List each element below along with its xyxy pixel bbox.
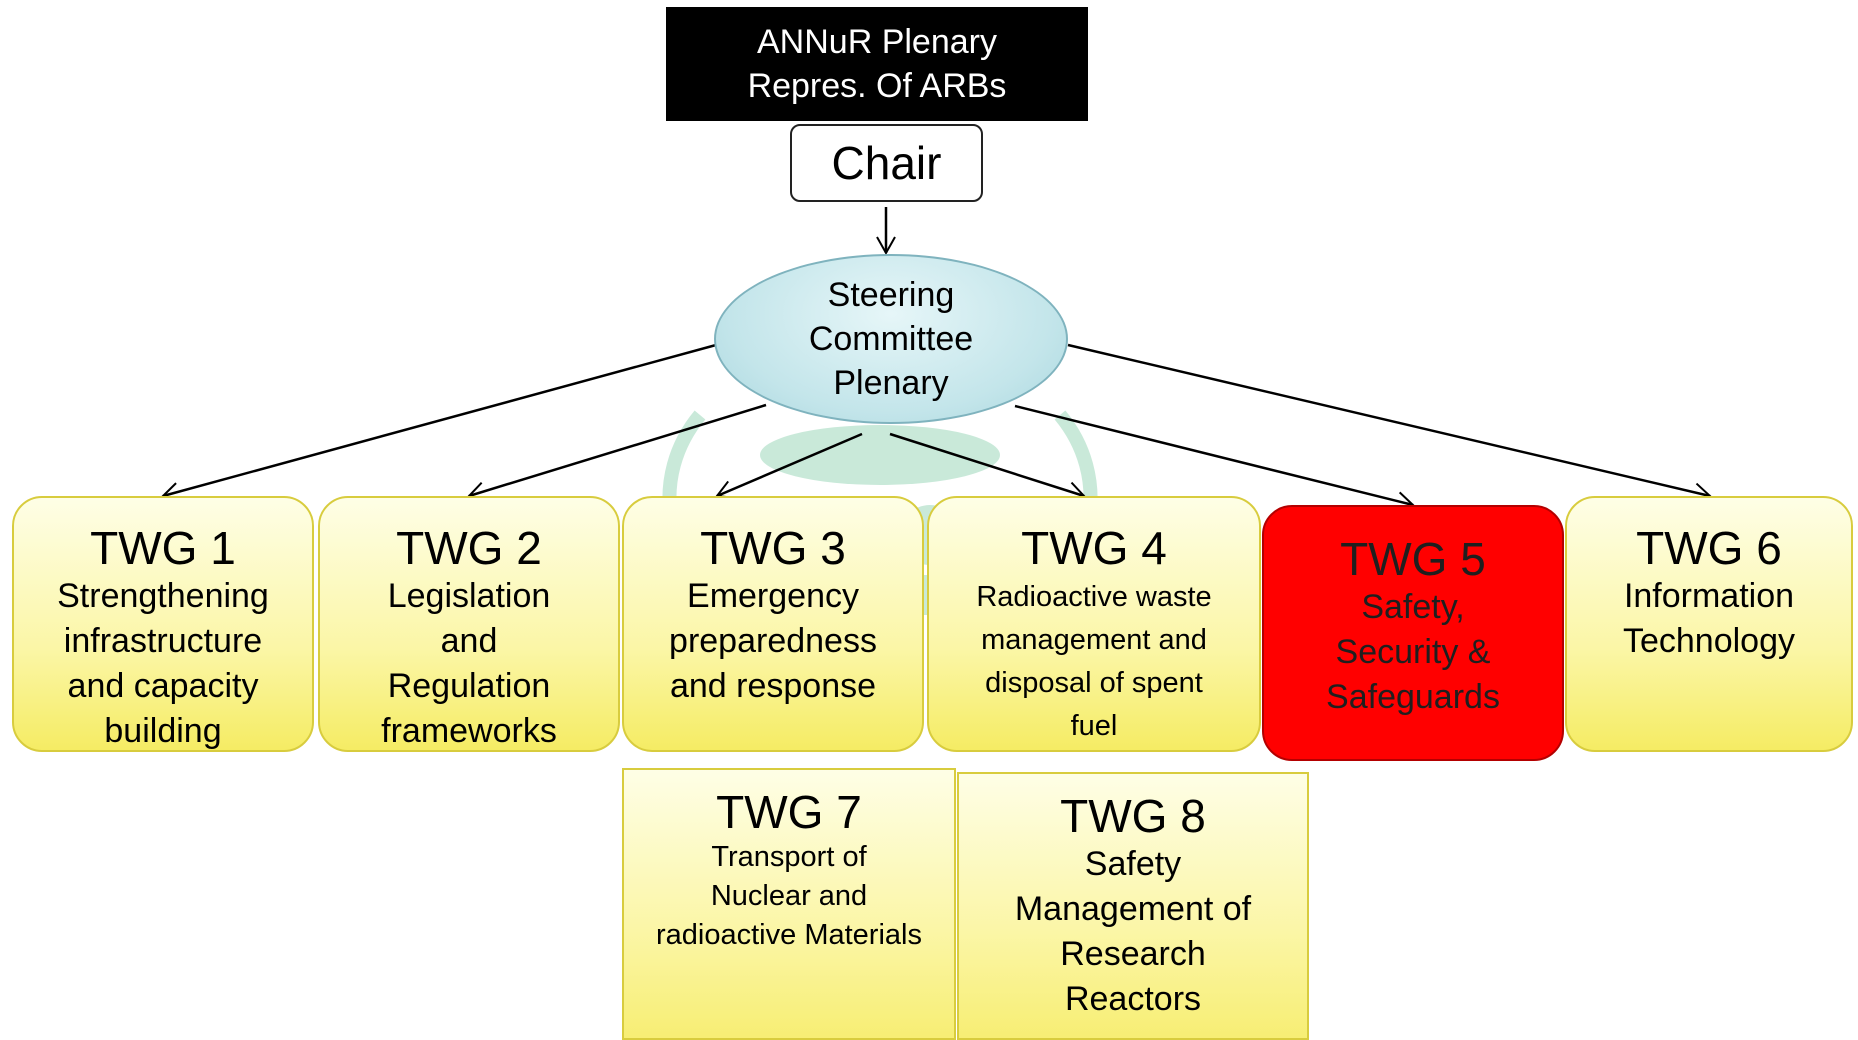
twg-5-box: TWG 5 Safety, Security & Safeguards — [1262, 505, 1564, 761]
twg-1-title: TWG 1 — [90, 522, 236, 574]
twg-1-line1: Strengthening — [57, 577, 269, 615]
twg-2-line4: frameworks — [381, 712, 557, 750]
twg-1-line2: infrastructure — [63, 622, 263, 660]
twg-3-box: TWG 3 Emergency preparedness and respons… — [622, 496, 924, 752]
twg-8-line2: Management of — [1014, 890, 1252, 928]
twg-5-line3: Safeguards — [1326, 678, 1500, 716]
twg-2-line3: Regulation — [387, 667, 551, 705]
twg-1-line3: and capacity — [67, 667, 259, 705]
twg-4-line3: disposal of spent — [985, 667, 1203, 699]
twg-7-line2: Nuclear and — [710, 880, 868, 912]
twg-2-line1: Legislation — [387, 577, 551, 615]
twg-3-title: TWG 3 — [700, 522, 846, 574]
twg-2-box: TWG 2 Legislation and Regulation framewo… — [318, 496, 620, 752]
twg-3-line1: Emergency — [687, 577, 859, 615]
twg-7-title: TWG 7 — [716, 786, 862, 838]
twg-6-box: TWG 6 Information Technology — [1565, 496, 1853, 752]
twg-1-box: TWG 1 Strengthening infrastructure and c… — [12, 496, 314, 752]
twg-5-line1: Safety, — [1361, 588, 1465, 626]
chair-box: Chair — [790, 124, 983, 202]
steering-line3: Plenary — [833, 364, 949, 402]
twg-7-line1: Transport of — [711, 841, 867, 873]
steering-committee-ellipse: Steering Committee Plenary — [714, 254, 1068, 424]
annur-plenary-line2: Repres. Of ARBs — [747, 67, 1007, 105]
twg-4-title: TWG 4 — [1021, 522, 1167, 574]
twg-8-title: TWG 8 — [1060, 790, 1206, 842]
twg-4-box: TWG 4 Radioactive waste management and d… — [927, 496, 1261, 752]
twg-8-line1: Safety — [1084, 845, 1182, 883]
twg-2-line2: and — [440, 622, 498, 660]
steering-line1: Steering — [827, 276, 955, 314]
twg-1-line4: building — [104, 712, 222, 750]
arrow-to-twg6 — [1067, 343, 1712, 503]
twg-4-line1: Radioactive waste — [976, 581, 1212, 613]
twg-4-line4: fuel — [1070, 710, 1118, 742]
twg-6-line1: Information — [1623, 577, 1795, 615]
twg-4-line2: management and — [981, 624, 1207, 656]
twg-7-box: TWG 7 Transport of Nuclear and radioacti… — [622, 768, 956, 1040]
annur-plenary-box: ANNuR Plenary Repres. Of ARBs — [666, 7, 1088, 121]
twg-6-title: TWG 6 — [1636, 522, 1782, 574]
twg-5-title: TWG 5 — [1340, 533, 1486, 585]
twg-6-line2: Technology — [1622, 622, 1795, 660]
steering-line2: Committee — [808, 320, 974, 358]
twg-3-line2: preparedness — [669, 622, 877, 660]
twg-7-line3: radioactive Materials — [656, 919, 922, 951]
twg-8-line3: Research — [1060, 935, 1206, 973]
twg-8-box: TWG 8 Safety Management of Research Reac… — [957, 772, 1309, 1040]
chair-label: Chair — [831, 137, 942, 189]
annur-plenary-line1: ANNuR Plenary — [757, 23, 997, 61]
twg-5-line2: Security & — [1335, 633, 1491, 671]
twg-3-line3: and response — [669, 667, 877, 705]
twg-2-title: TWG 2 — [396, 522, 542, 574]
twg-8-line4: Reactors — [1064, 980, 1202, 1018]
